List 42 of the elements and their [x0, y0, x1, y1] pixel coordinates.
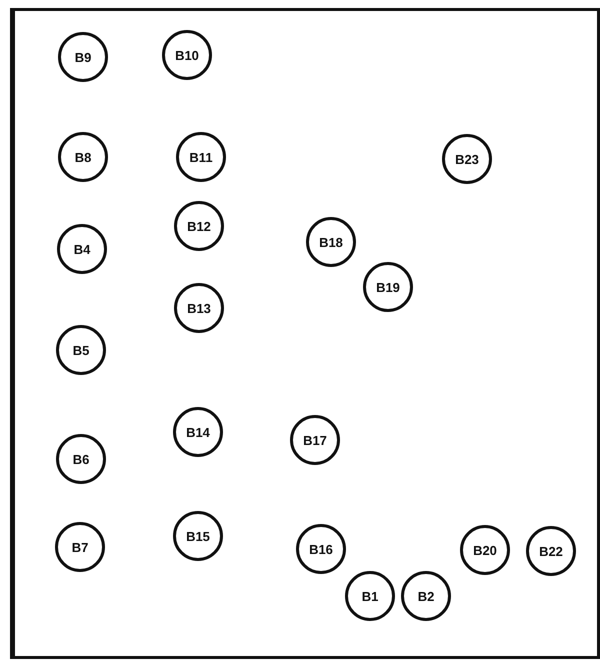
node-label: B5 [72, 342, 90, 358]
node-label: B10 [175, 48, 199, 62]
circle-node [460, 525, 510, 575]
circle-node [173, 511, 223, 561]
node-label: B23 [455, 152, 479, 166]
node-label: B9 [74, 50, 92, 64]
circle-node [58, 32, 108, 82]
node-label: B12 [187, 218, 211, 234]
node-label: B22 [539, 544, 563, 558]
node-label: B1 [362, 588, 378, 604]
circle-node [162, 30, 212, 80]
node-label: B8 [74, 150, 92, 164]
node-label: B4 [74, 242, 90, 256]
circle-node [173, 407, 223, 457]
circle-node [401, 571, 451, 621]
node-label: B7 [72, 540, 88, 554]
circle-node [174, 201, 224, 251]
circle-node [526, 526, 576, 576]
node-label: B19 [376, 280, 400, 294]
circle-node [58, 132, 108, 182]
node-label: B15 [186, 528, 210, 544]
circle-node [56, 434, 106, 484]
circle-node [290, 415, 340, 465]
node-label: B6 [72, 452, 90, 466]
circle-node [296, 524, 346, 574]
circle-node [306, 217, 356, 267]
node-label: B18 [319, 234, 343, 250]
circle-node [345, 571, 395, 621]
node-label: B11 [189, 150, 213, 164]
node-label: B17 [303, 432, 327, 448]
circle-node [363, 262, 413, 312]
circle-node [57, 224, 107, 274]
node-label: B2 [418, 588, 434, 604]
circle-node [55, 522, 105, 572]
node-label: B20 [473, 542, 497, 558]
circle-node [176, 132, 226, 182]
circle-node [56, 325, 106, 375]
node-label: B14 [186, 424, 210, 440]
node-label: B16 [309, 542, 333, 556]
circle-node [442, 134, 492, 184]
node-label: B13 [187, 300, 211, 316]
circle-node [174, 283, 224, 333]
